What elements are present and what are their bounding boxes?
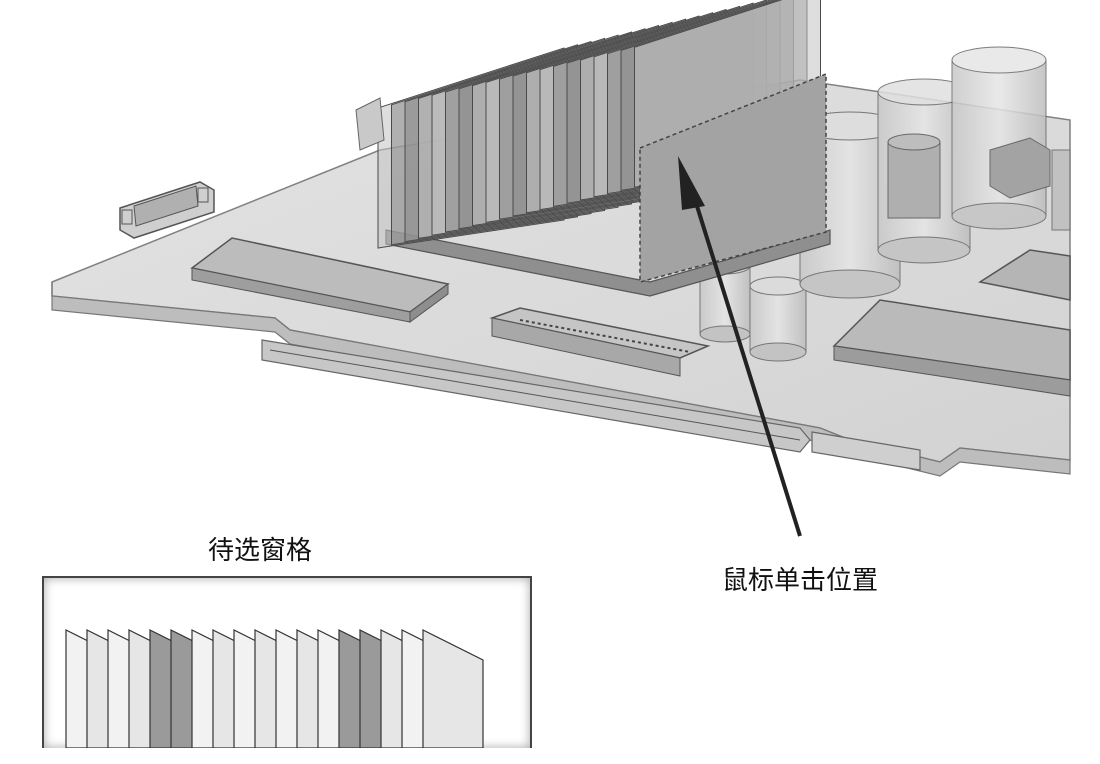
selection-pane[interactable]: [42, 576, 532, 748]
pane-title: 待选窗格: [208, 536, 313, 566]
flat-chip-right[interactable]: [832, 299, 1071, 397]
capacitor-group[interactable]: [699, 46, 1071, 362]
click-position-label: 鼠标单击位置: [722, 566, 879, 596]
slot-connector[interactable]: [489, 307, 711, 377]
flat-chip-left[interactable]: [190, 237, 450, 323]
db-connector[interactable]: [119, 181, 215, 239]
edge-connector-rail: [261, 339, 921, 471]
pointer-arrow: [678, 156, 802, 537]
pane-fins: [65, 629, 484, 748]
pane-fin-item[interactable]: [422, 629, 484, 748]
selection-pane-preview[interactable]: [44, 578, 530, 748]
flat-chip-far-right[interactable]: [978, 249, 1071, 301]
